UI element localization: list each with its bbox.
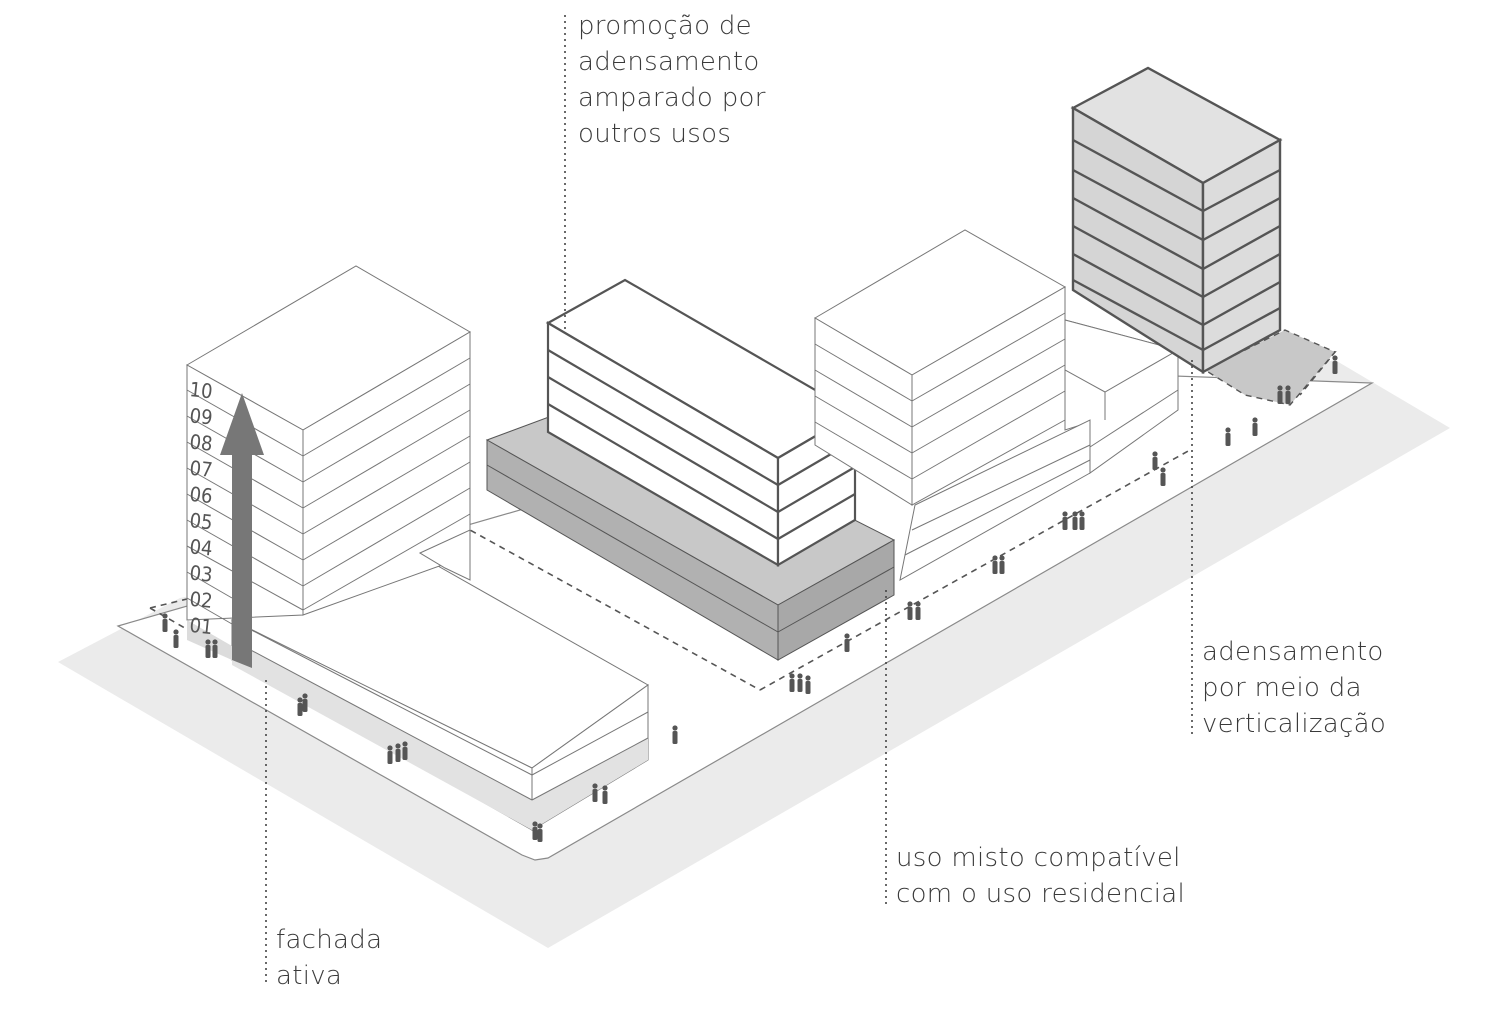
- person-figure: [532, 821, 538, 840]
- person-figure: [907, 601, 913, 620]
- person-figure: [797, 673, 803, 692]
- building-right-center: [814, 229, 1180, 581]
- building-active-facade: [185, 265, 649, 831]
- label-line: amparado por: [578, 83, 766, 113]
- person-figure: [805, 675, 811, 694]
- label-uso-misto: uso misto compatível com o uso residenci…: [896, 840, 1185, 912]
- label-line: uso misto compatível: [896, 843, 1181, 873]
- label-fachada-ativa: fachada ativa: [276, 922, 382, 994]
- up-arrow-icon: [220, 393, 264, 668]
- label-line: com o uso residencial: [896, 879, 1185, 909]
- person-figure: [173, 629, 179, 648]
- label-line: promoção de: [578, 11, 752, 41]
- person-figure: [915, 601, 921, 620]
- label-line: adensamento: [1202, 637, 1384, 667]
- floor-number: 10: [188, 377, 213, 403]
- floor-number: 09: [188, 403, 213, 429]
- label-line: outros usos: [578, 119, 732, 149]
- label-verticalizacao: adensamento por meio da verticalização: [1202, 634, 1386, 742]
- person-figure: [1062, 511, 1068, 530]
- person-figure: [1332, 355, 1338, 374]
- person-figure: [999, 555, 1005, 574]
- person-figure: [1225, 427, 1231, 446]
- floor-number: 02: [188, 587, 213, 613]
- label-line: adensamento: [578, 47, 760, 77]
- person-figure: [205, 639, 211, 658]
- tower-footprint: [1203, 329, 1337, 406]
- floor-number: 01: [188, 613, 213, 639]
- person-figure: [1160, 467, 1166, 486]
- person-figure: [537, 823, 543, 842]
- leader-lines: [265, 15, 1193, 985]
- floor-number: 08: [188, 430, 213, 456]
- person-figure: [1072, 511, 1078, 530]
- label-line: verticalização: [1202, 709, 1387, 739]
- building-vertical-tower: [1070, 66, 1283, 375]
- label-line: ativa: [276, 961, 343, 991]
- person-figure: [387, 745, 393, 764]
- person-figure: [844, 633, 850, 652]
- label-promocao: promoção de adensamento amparado por out…: [578, 8, 766, 152]
- person-figure: [1277, 385, 1283, 404]
- person-figure: [1152, 451, 1158, 470]
- person-figure: [1252, 417, 1258, 436]
- building-densified-block: [545, 278, 858, 567]
- person-figure: [212, 639, 218, 658]
- floor-number: 05: [188, 508, 213, 534]
- person-figure: [395, 743, 401, 762]
- person-figure: [592, 783, 598, 802]
- person-figure: [302, 693, 308, 712]
- person-figure: [1079, 511, 1085, 530]
- person-figure: [297, 697, 303, 716]
- label-line: por meio da: [1202, 673, 1362, 703]
- floor-number: 07: [188, 456, 213, 482]
- label-line: fachada: [276, 925, 383, 955]
- person-figure: [162, 613, 168, 632]
- person-figure: [1285, 385, 1291, 404]
- person-figure: [672, 725, 678, 744]
- floor-number: 04: [188, 534, 213, 560]
- person-figure: [402, 741, 408, 760]
- person-figure: [992, 555, 998, 574]
- floor-number: 06: [188, 482, 213, 508]
- person-figure: [789, 673, 795, 692]
- people-figures: [162, 355, 1338, 842]
- floor-number: 03: [188, 561, 213, 587]
- person-figure: [602, 785, 608, 804]
